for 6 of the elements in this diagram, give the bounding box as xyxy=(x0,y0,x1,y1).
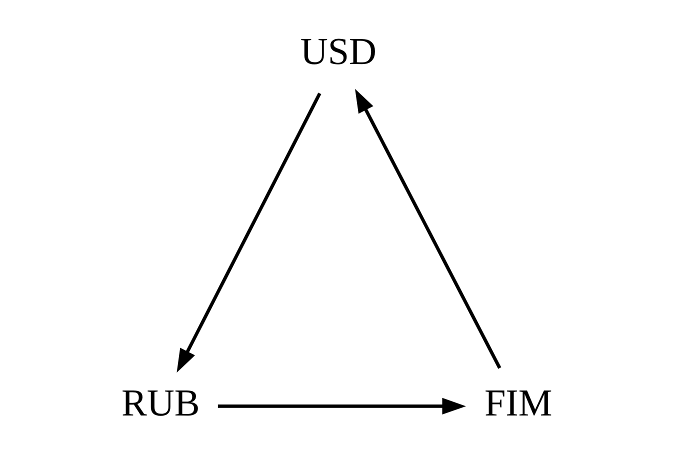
arrow xyxy=(217,398,466,415)
arrow xyxy=(354,88,501,369)
node-text: USD xyxy=(300,31,376,74)
node-text: FIM xyxy=(484,382,552,425)
node-text: RUB xyxy=(120,382,200,425)
arrow xyxy=(176,92,321,373)
